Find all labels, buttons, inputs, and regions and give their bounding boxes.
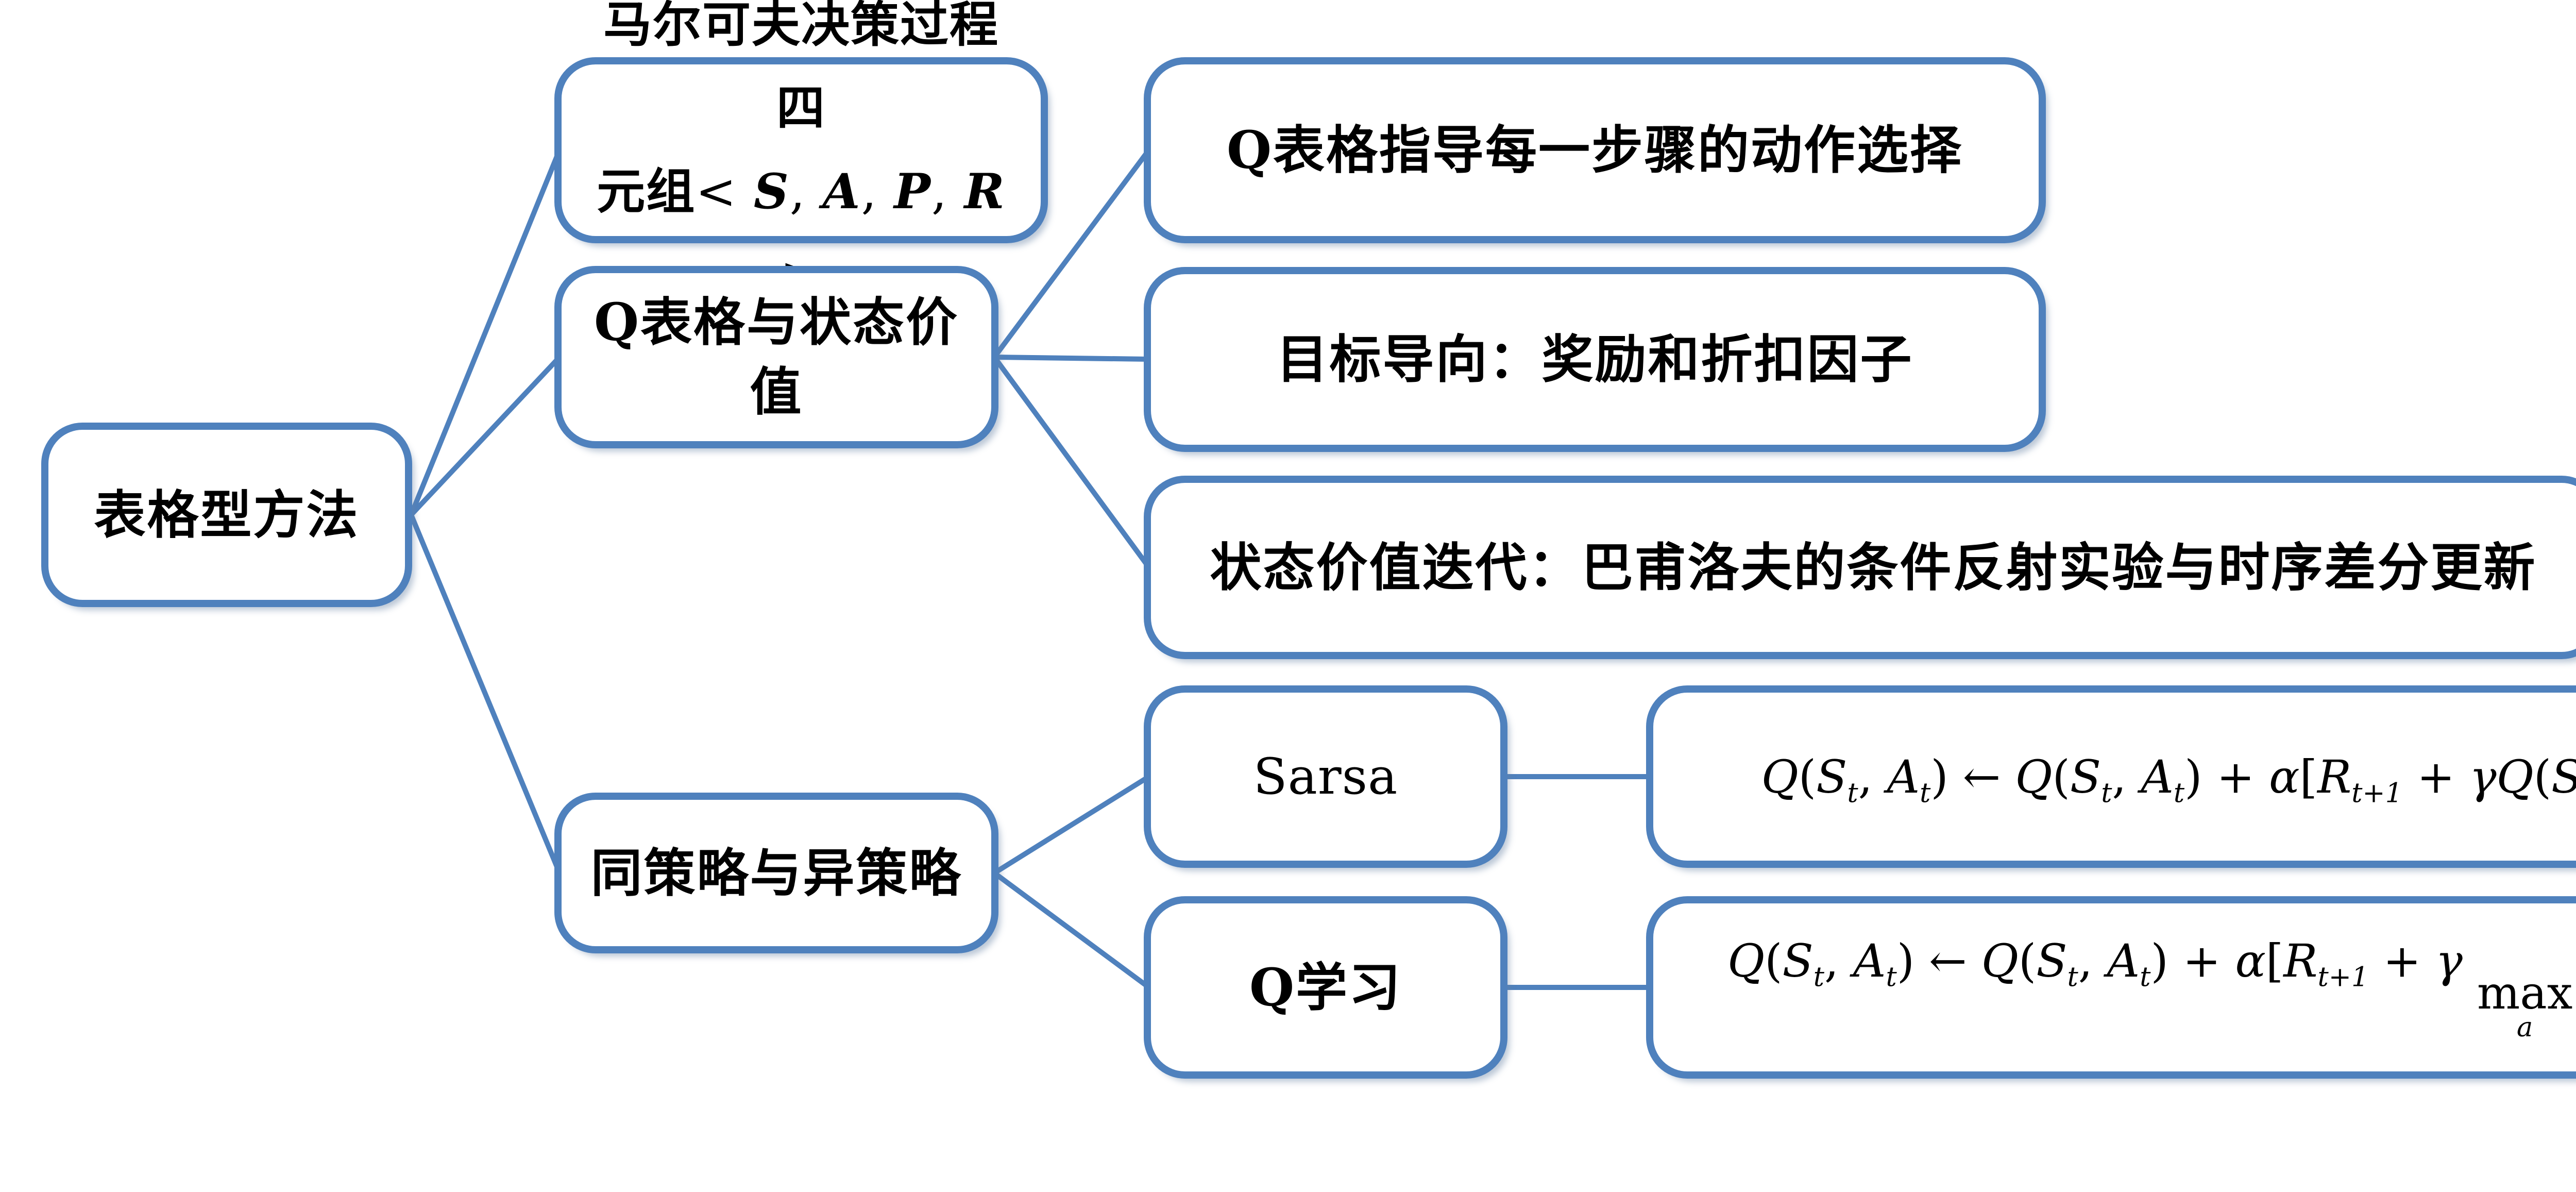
connector-policy-sarsa [993, 774, 1150, 876]
node-sarsa: Sarsa [1144, 685, 1507, 868]
connector-qtable-qguide [992, 148, 1151, 359]
node-on-off-policy: 同策略与异策略 [554, 793, 998, 953]
node-state-value-iteration-label: 状态价值迭代：巴甫洛夫的条件反射实验与时序差分更新 [1210, 536, 2537, 598]
node-goal-oriented: 目标导向：奖励和折扣因子 [1144, 267, 2046, 452]
node-q-learning-label: Q学习 [1249, 956, 1402, 1018]
node-tabular-methods: 表格型方法 [41, 423, 412, 607]
node-state-value-iteration: 状态价值迭代：巴甫洛夫的条件反射实验与时序差分更新 [1144, 476, 2576, 659]
node-goal-oriented-label: 目标导向：奖励和折扣因子 [1276, 329, 1913, 390]
node-q-table-guides-actions: Q表格指导每一步骤的动作选择 [1144, 57, 2046, 243]
connector-root-qtable [409, 355, 562, 517]
connector-root-policy [409, 514, 562, 874]
sarsa-update-formula: Q(St, At) ← Q(St, At) + α[Rt+1 + γQ(St+1… [1761, 750, 2576, 809]
node-on-off-policy-label: 同策略与异策略 [590, 842, 962, 903]
connector-qtable-valueiter [992, 356, 1151, 569]
node-q-learning: Q学习 [1144, 896, 1507, 1079]
node-sarsa-label: Sarsa [1253, 748, 1398, 805]
connector-qtable-goal [994, 355, 1149, 362]
node-sarsa-formula: Q(St, At) ← Q(St, At) + α[Rt+1 + γQ(St+1… [1646, 685, 2576, 868]
node-q-table-state-value: Q表格与状态价值 [554, 266, 998, 448]
node-q-table-guides-actions-label: Q表格指导每一步骤的动作选择 [1226, 120, 1963, 180]
connector-root-mdp [409, 149, 562, 516]
node-q-table-state-value-label: Q表格与状态价值 [594, 292, 959, 422]
connector-policy-qlearning [993, 870, 1150, 990]
node-tabular-methods-label: 表格型方法 [94, 484, 360, 545]
